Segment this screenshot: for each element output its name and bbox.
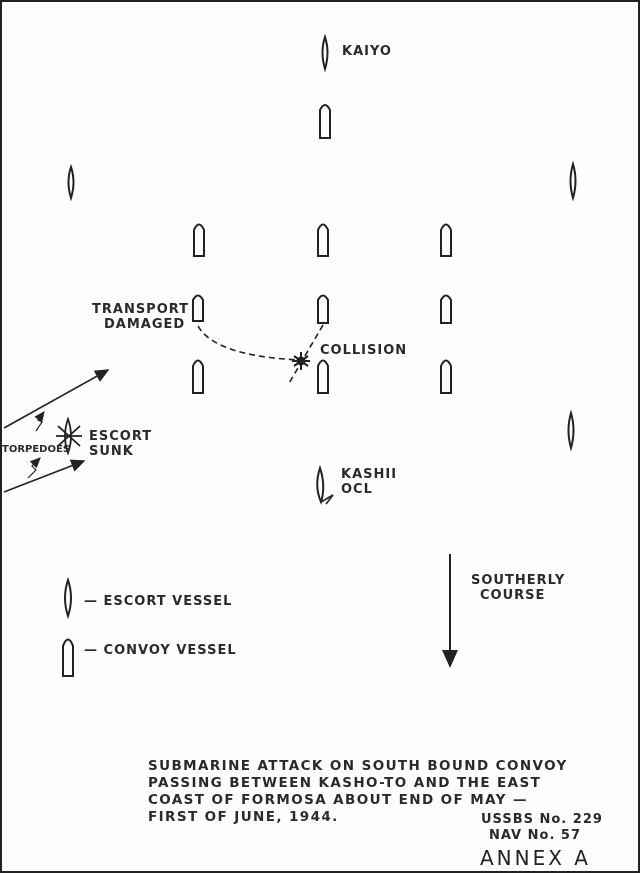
course-label-line1: SOUTHERLY bbox=[471, 573, 566, 588]
escort-sunk-label-line1: ESCORT bbox=[89, 429, 153, 444]
kashii-wake bbox=[320, 494, 334, 505]
legend-escort-vessel: — ESCORT VESSEL bbox=[84, 594, 233, 609]
caption-line-1: SUBMARINE ATTACK ON SOUTH BOUND CONVOY bbox=[148, 758, 568, 774]
collision-track bbox=[287, 324, 324, 386]
torpedoes-label: TORPEDOES bbox=[2, 444, 71, 455]
convoy-vessel-r3-left bbox=[192, 359, 204, 394]
convoy-vessel-r1-right bbox=[440, 223, 452, 257]
escort-sunk-symbol bbox=[56, 416, 82, 456]
torpedo-track-upper bbox=[3, 369, 110, 429]
course-label-line2: COURSE bbox=[480, 588, 546, 603]
convoy-vessel-r2-center bbox=[317, 294, 329, 324]
annex-label: ANNEX A bbox=[480, 846, 591, 870]
caption-line-2: PASSING BETWEEN KASHO-TO AND THE EAST bbox=[148, 775, 542, 791]
transport-label-line2: DAMAGED bbox=[104, 317, 186, 332]
escort-vessel-kaiyo bbox=[321, 33, 329, 73]
kaiyo-label: KAIYO bbox=[342, 44, 392, 59]
torpedo-tick-lower bbox=[27, 457, 41, 479]
convoy-vessel-r2-right bbox=[440, 294, 452, 324]
diagram-caption: SUBMARINE ATTACK ON SOUTH BOUND CONVOY P… bbox=[148, 758, 568, 826]
transport-label-line1: TRANSPORT bbox=[92, 302, 190, 317]
kashii-label-line1: KASHII bbox=[341, 467, 398, 482]
escort-vessel-right-top bbox=[569, 160, 577, 202]
escort-sunk-label-line2: SUNK bbox=[89, 444, 134, 459]
caption-line-4: FIRST OF JUNE, 1944. bbox=[148, 809, 339, 825]
escort-vessel-legend-shape bbox=[64, 576, 72, 620]
escort-vessel-left-top bbox=[67, 163, 75, 202]
convoy-vessel-r1-center bbox=[317, 223, 329, 257]
escort-vessel-right-bottom bbox=[567, 409, 575, 452]
escort-vessel-kashii bbox=[316, 464, 325, 505]
collision-burst bbox=[292, 352, 310, 370]
torpedo-tick-upper bbox=[34, 411, 45, 432]
caption-line-3: COAST OF FORMOSA ABOUT END OF MAY — bbox=[148, 792, 528, 808]
convoy-vessel-lead bbox=[319, 104, 331, 139]
convoy-vessel-r3-center bbox=[317, 359, 329, 394]
kashii-label-line2: OCL bbox=[341, 482, 373, 497]
convoy-vessel-r2-left-transport bbox=[192, 294, 204, 322]
collision-label: COLLISION bbox=[320, 343, 408, 358]
nav-reference: NAV No. 57 bbox=[489, 828, 582, 843]
convoy-vessel-legend-shape bbox=[62, 638, 74, 677]
convoy-vessel-r1-left bbox=[193, 223, 205, 257]
torpedo-track-lower bbox=[3, 459, 86, 493]
legend-convoy-vessel: — CONVOY VESSEL bbox=[84, 643, 237, 658]
ussbs-reference: USSBS No. 229 bbox=[481, 812, 603, 827]
transport-track bbox=[197, 325, 301, 361]
convoy-vessel-r3-right bbox=[440, 359, 452, 394]
